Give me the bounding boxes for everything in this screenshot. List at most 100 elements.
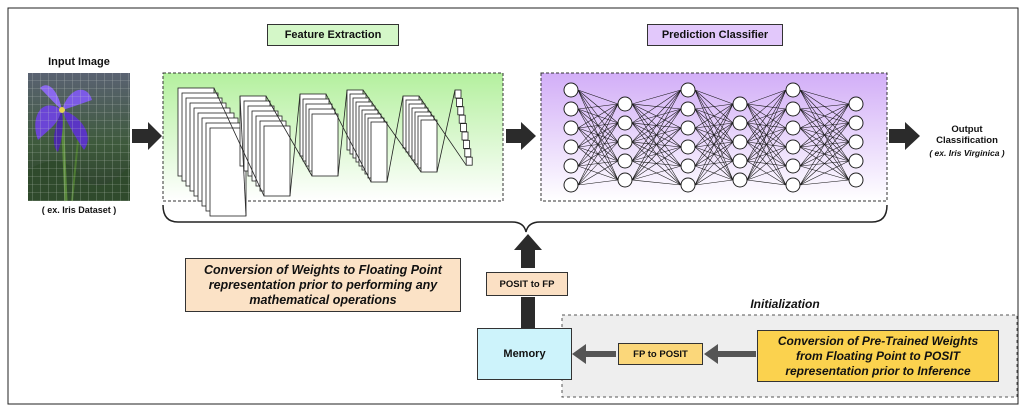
outer-frame [7,7,1019,405]
nn-connection [631,127,682,181]
model-brace [162,204,888,233]
feature-map-connection [325,93,372,183]
nn-connection [746,89,787,181]
nn-connection [694,103,734,148]
output-example: ( ex. Iris Virginica ) [929,148,1005,158]
nn-neuron [732,96,748,112]
feature-map-layer [263,125,291,197]
nn-connection [694,103,734,110]
feature-map-layer [420,119,438,173]
posit-to-fp-box: POSIT to FP [486,272,568,296]
nn-neuron [785,82,801,98]
feature-map-layer [455,98,463,107]
feature-map-layer [465,156,473,166]
feature-map-connection [239,95,247,217]
memory-box: Memory [477,328,572,380]
feature-map-layer [457,106,465,116]
nn-neuron [617,134,633,150]
nn-connection [694,103,734,186]
nn-neuron [848,96,864,112]
nn-connection [799,103,850,167]
feature-map-layer [461,131,469,141]
nn-neuron [848,115,864,131]
nn-neuron [848,172,864,188]
feature-map-connection [436,89,456,173]
posit-to-model-arrow [514,234,542,268]
feature-map-layer [464,148,472,158]
nn-connection [694,122,734,186]
nn-connection [746,179,787,186]
nn-neuron [563,120,579,136]
nn-connection [799,141,850,186]
nn-connection [746,108,787,181]
nn-connection [631,146,682,181]
nn-connection [799,160,850,186]
nn-connection [577,179,619,186]
input-image-title: Input Image [48,56,110,68]
nn-connection [631,89,682,124]
nn-neuron [785,158,801,174]
nn-connection [577,103,619,110]
nn-connection [631,165,682,181]
prediction-classifier-area [540,72,888,202]
nn-neuron [680,139,696,155]
nn-neuron [680,120,696,136]
nn-connection [577,103,619,186]
conversion-note-line2: representation prior to performing any [208,277,438,292]
nn-connection [631,108,682,181]
nn-neuron [563,158,579,174]
classifier-to-output-arrow [889,122,920,150]
feature-map-connection [265,95,313,177]
nn-neuron [785,177,801,193]
cnn-layers [177,87,473,217]
nn-neuron [785,101,801,117]
nn-connection [631,89,682,181]
input-dataset-note: ( ex. Iris Dataset ) [41,205,117,215]
nn-connection [799,89,850,105]
pretrained-note-line2: from Floating Point to POSIT [796,348,960,363]
nn-connection [577,89,619,105]
nn-neuron [732,172,748,188]
feature-map-layer [460,123,468,132]
feature-extraction-header: Feature Extraction [267,24,399,46]
nn-connection [694,103,734,167]
feature-map-connection [386,95,404,183]
fp-to-posit-box: FP to POSIT [618,343,703,365]
nn-neuron [617,96,633,112]
memory-to-posit-arrow [521,297,535,328]
nn-connection [746,89,787,143]
feature-map-layer [462,139,470,149]
pretrained-note-line1: Conversion of Pre-Trained Weights [777,333,979,348]
nn-connection [577,103,619,129]
feature-map-connection [362,89,422,173]
nn-neuron [785,120,801,136]
nn-connection [631,89,682,143]
nn-connection [694,160,734,186]
nn-connection [799,103,850,148]
feature-map-layer [311,113,339,177]
nn-connection [577,141,619,186]
nn-connection [694,141,734,186]
nn-neurons [563,82,864,193]
nn-neuron [680,82,696,98]
nn-connection [799,103,850,129]
nn-connection [799,122,850,186]
output-title: Output Classification [920,124,1014,146]
input-to-feature-arrow [132,122,162,150]
nn-neuron [732,153,748,169]
pretrained-note: Conversion of Pre-Trained Weights from F… [757,330,999,382]
nn-connection [694,89,734,105]
input-image [28,73,130,202]
pretrained-to-fp-arrow [704,344,756,364]
nn-connection [799,103,850,186]
nn-neuron [563,101,579,117]
nn-connection [746,89,787,124]
output-title-line1: Output [951,124,983,135]
nn-connection [694,103,734,129]
nn-neuron [848,134,864,150]
nn-connection [746,165,787,181]
feature-map-connection [213,87,265,197]
conversion-note: Conversion of Weights to Floating Point … [185,258,461,312]
